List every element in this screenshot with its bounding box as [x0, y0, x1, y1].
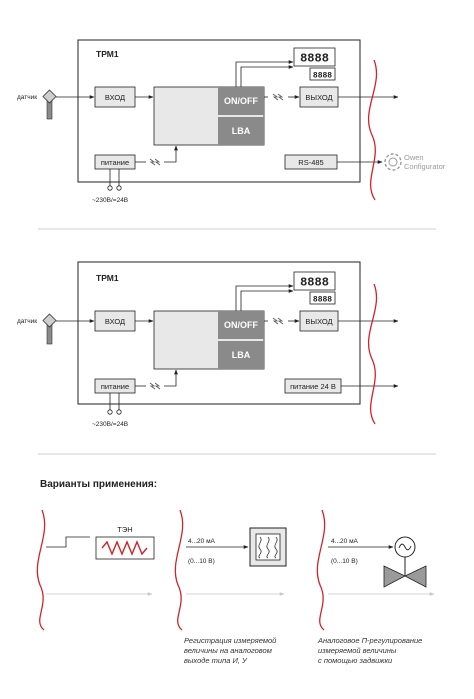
mode-lba-label: LBA: [232, 350, 251, 360]
svg-text:8888: 8888: [300, 276, 329, 290]
input-label: ВХОД: [105, 317, 125, 326]
variant-recorder: 4...20 мА (0...10 В) Регистрация измеряе…: [174, 509, 287, 665]
voltage-range-label: (0...10 В): [188, 558, 215, 565]
sensor-label: датчик: [17, 318, 37, 325]
aux-power-label: питание 24 В: [290, 382, 336, 391]
power-lightning-icon: [149, 158, 161, 166]
device-title: ТРМ1: [96, 49, 119, 59]
recorder-caption-line-3: выходе типа И, У: [184, 656, 248, 665]
display-link-2: [240, 65, 294, 87]
sensor-icon: [42, 89, 57, 120]
mode-onoff-block: [218, 311, 264, 339]
current-range-label: 4...20 мА: [331, 538, 359, 545]
power-label: питание: [101, 158, 129, 167]
mode-onoff-label: ON/OFF: [224, 96, 258, 106]
variant-heater: ТЭН: [36, 509, 155, 631]
cut-line-curve: [174, 509, 184, 631]
owen-configurator-gear-icon: [384, 153, 402, 171]
display-link-1: [235, 284, 294, 311]
device-frame: [77, 261, 361, 405]
device-frame: [77, 39, 361, 183]
diagram-trm1-rs485: ТРМ1 датчик ВХОД ON/OFF LBA 8888 8888: [17, 39, 446, 204]
mode-lba-label: LBA: [232, 126, 251, 136]
recorder-caption-line-1: Регистрация измеряемой: [184, 636, 277, 645]
cut-line-curve: [367, 59, 378, 201]
recorder-caption-line-2: величины на аналоговом: [184, 646, 272, 655]
isolation-lightning-icon: [272, 93, 284, 101]
display-indicator: 8888 8888: [293, 47, 336, 81]
valve-caption-line-2: измеряемой величины: [318, 646, 397, 655]
heater-control-line: [46, 536, 90, 548]
input-label: ВХОД: [105, 93, 125, 102]
display-indicator: 8888 8888: [293, 271, 336, 305]
cut-line-curve: [367, 283, 378, 425]
owen-label: Owen: [404, 153, 424, 162]
voltage-range-label: (0...10 В): [331, 558, 358, 565]
supply-terminals-icon: [107, 169, 122, 191]
isolation-lightning-icon: [272, 317, 284, 325]
rs485-label: RS-485: [298, 158, 323, 167]
output-label: ВЫХОД: [305, 317, 332, 326]
mode-onoff-label: ON/OFF: [224, 320, 258, 330]
svg-text:8888: 8888: [313, 72, 332, 81]
power-to-processor-arrow: [164, 369, 178, 387]
heater-coil-icon: [101, 540, 148, 556]
sensor-label: датчик: [17, 94, 37, 101]
variants-heading: Варианты применения:: [40, 479, 157, 490]
display-link-1: [235, 60, 294, 87]
power-to-processor-arrow: [164, 145, 178, 163]
display-link-2: [240, 289, 294, 311]
diagram-trm1-aux-power: ТРМ1 датчик ВХОД ON/OFF LBA 8888 8888: [17, 261, 399, 428]
cut-line-curve: [316, 509, 326, 631]
supply-terminals-icon: [107, 393, 122, 415]
valve-actuator-icon: [383, 536, 427, 588]
cut-line-curve: [36, 509, 46, 631]
mode-onoff-block: [218, 87, 264, 115]
svg-text:8888: 8888: [313, 296, 332, 305]
power-label: питание: [101, 382, 129, 391]
mode-lba-block: [218, 117, 264, 145]
output-label: ВЫХОД: [305, 93, 332, 102]
sensor-icon: [42, 313, 57, 345]
device-title: ТРМ1: [96, 273, 119, 283]
power-lightning-icon: [149, 382, 161, 390]
mode-lba-block: [218, 341, 264, 369]
current-range-label: 4...20 мА: [188, 538, 216, 545]
svg-text:8888: 8888: [300, 52, 329, 66]
variant-valve: 4...20 мА (0...10 В) Аналоговое П-регули…: [316, 509, 435, 665]
supply-label: ~230В/=24В: [92, 421, 128, 428]
valve-caption-line-1: Аналоговое П-регулирование: [317, 636, 422, 645]
configurator-label: Configurator: [404, 162, 446, 171]
heater-label: ТЭН: [117, 525, 132, 534]
recorder-icon: [249, 527, 287, 567]
supply-label: ~230В/=24В: [92, 197, 128, 204]
valve-caption-line-3: с помощью задвижки: [318, 656, 393, 665]
